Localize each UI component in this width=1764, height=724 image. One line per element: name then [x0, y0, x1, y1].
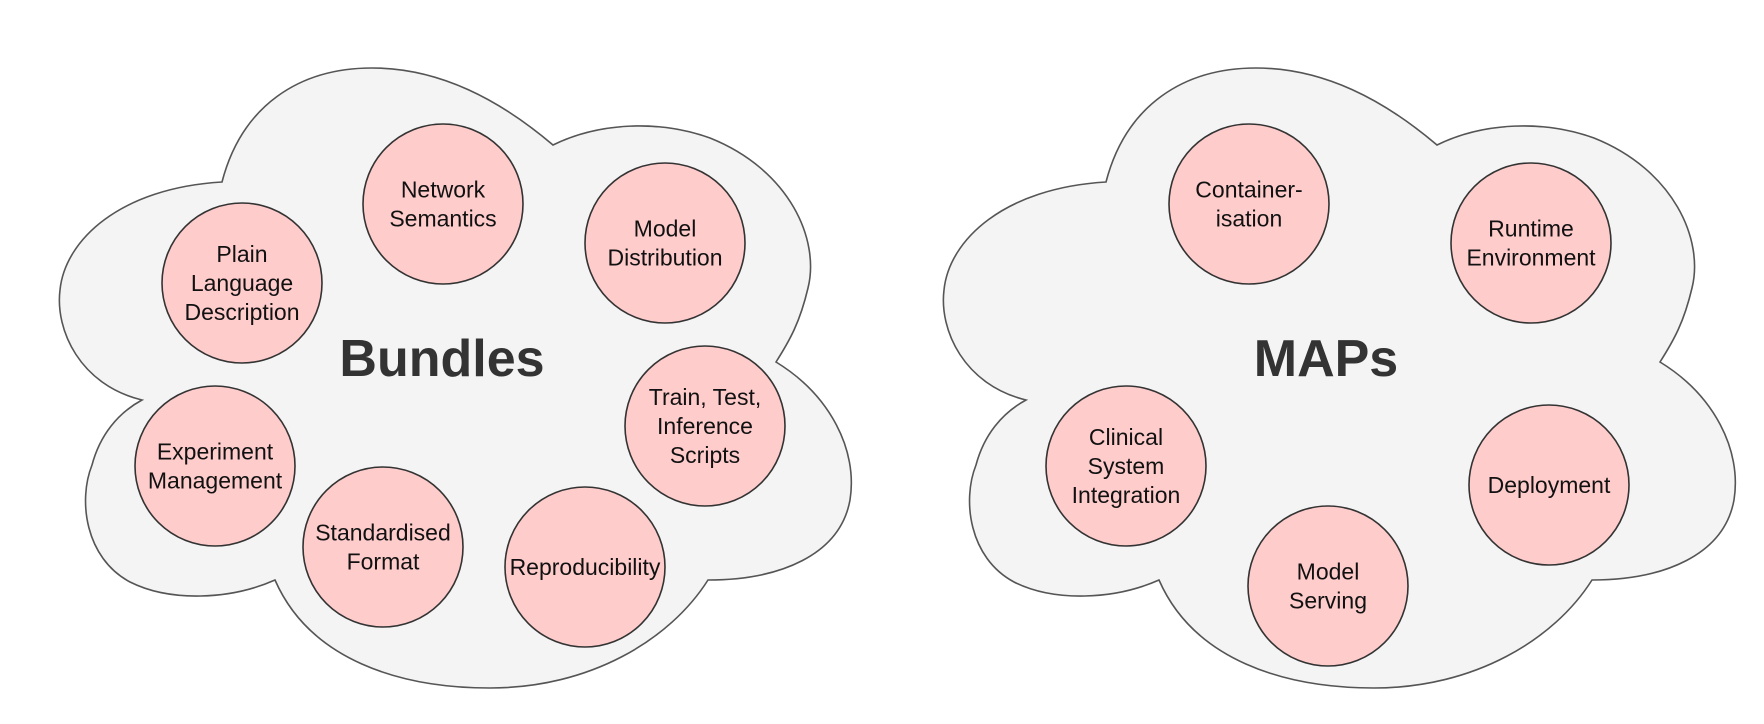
concept-node-circle [302, 466, 464, 628]
concept-node-label-line: Clinical [1089, 424, 1163, 450]
concept-node: Reproducibility [504, 486, 666, 648]
concept-node-label-line: isation [1216, 206, 1282, 232]
concept-node-label: Deployment [1488, 472, 1611, 498]
concept-node-label-line: Train, Test, [649, 384, 761, 410]
concept-node: Container-isation [1168, 123, 1330, 285]
concept-node-label-line: Distribution [607, 245, 722, 271]
concept-node-label-line: Semantics [389, 206, 496, 232]
concept-node-label: Container-isation [1195, 177, 1302, 232]
concept-node-circle [362, 123, 524, 285]
concept-node-label-line: Deployment [1488, 472, 1611, 498]
concept-node-circle [1468, 404, 1630, 566]
concept-node-label: Reproducibility [510, 554, 661, 580]
concept-node-label-line: Network [401, 177, 486, 203]
concept-node-circle [134, 385, 296, 547]
concept-node-circle [1247, 505, 1409, 667]
concept-node-label-line: Inference [657, 413, 753, 439]
concept-node-label-line: Reproducibility [510, 554, 661, 580]
concept-node-label-line: Management [148, 468, 283, 494]
concept-node-label-line: Description [184, 299, 299, 325]
concept-node-label-line: Container- [1195, 177, 1302, 203]
concept-node-circle [1450, 162, 1612, 324]
concept-node-label-line: Environment [1466, 245, 1596, 271]
concept-node-label-line: Experiment [157, 439, 274, 465]
concept-node-label-line: System [1088, 453, 1165, 479]
concept-node-label-line: Model [1297, 559, 1360, 585]
bundles-title: Bundles [339, 330, 544, 388]
concept-node-label-line: Scripts [670, 442, 740, 468]
concept-node-label-line: Format [347, 549, 420, 575]
maps-title: MAPs [1254, 330, 1398, 388]
concept-node-label-line: Plain [216, 241, 267, 267]
concept-node-label-line: Integration [1072, 482, 1181, 508]
concept-node-label-line: Standardised [315, 520, 451, 546]
concept-node-circle [161, 202, 323, 364]
concept-node-label-line: Runtime [1488, 216, 1574, 242]
concept-node-circle [1168, 123, 1330, 285]
concept-node-label-line: Language [191, 270, 293, 296]
concept-node: Deployment [1468, 404, 1630, 566]
concept-node-label-line: Model [634, 216, 697, 242]
concept-node-circle [504, 486, 666, 648]
concept-node-circle [624, 345, 786, 507]
concept-node-circle [1045, 385, 1207, 547]
concept-node-circle [584, 162, 746, 324]
concept-node-label-line: Serving [1289, 588, 1367, 614]
